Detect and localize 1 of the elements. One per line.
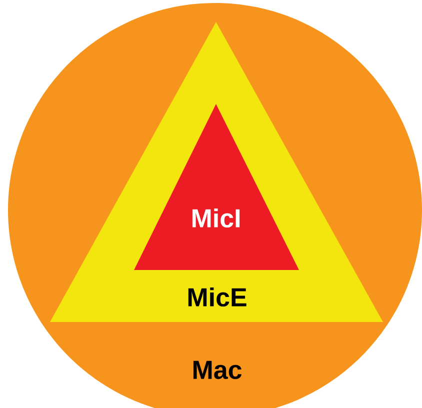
triangle-region: MicI [134,104,299,270]
